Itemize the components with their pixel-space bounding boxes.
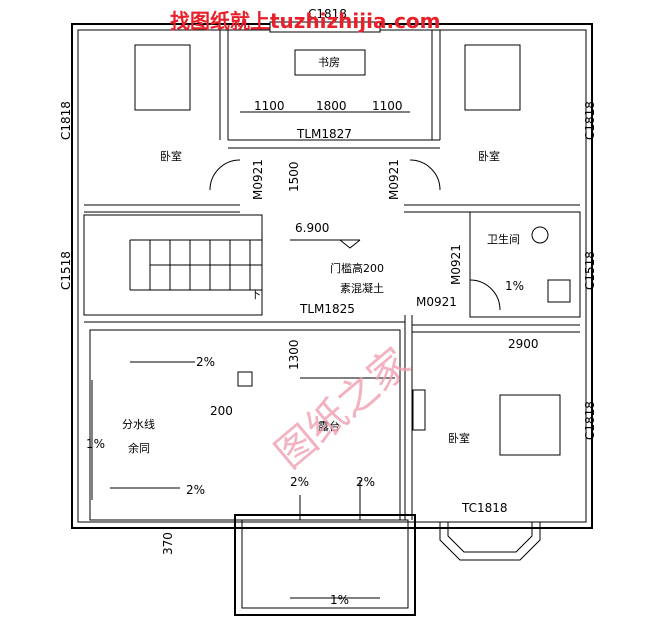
label-tlm1827: TLM1827: [296, 127, 352, 141]
slope-3: 1%: [86, 437, 105, 451]
dim-1100-a: 1100: [254, 99, 285, 113]
label-c1518-left: C1518: [59, 251, 73, 290]
label-m0921-bath: M0921: [449, 244, 463, 285]
dim-1100-b: 1100: [372, 99, 403, 113]
label-m0921-bottom: M0921: [416, 295, 457, 309]
room-terrace: 露台: [318, 419, 340, 433]
label-c1818-right: C1818: [583, 101, 597, 140]
label-c1818-left: C1818: [59, 101, 73, 140]
label-tc1818: TC1818: [461, 501, 508, 515]
room-bedroom-right: 卧室: [478, 149, 500, 163]
slope-5: 2%: [356, 475, 375, 489]
room-bedroom-bottom: 卧室: [448, 431, 470, 445]
label-elevation: 6.900: [295, 221, 329, 235]
label-water-divide-1: 分水线: [122, 417, 155, 431]
dim-200: 200: [210, 404, 233, 418]
room-study: 书房: [318, 56, 340, 69]
label-m0921-right: M0921: [387, 159, 401, 200]
dim-370: 370: [161, 532, 175, 555]
dim-1300: 1300: [287, 339, 301, 370]
slope-4: 2%: [290, 475, 309, 489]
room-bathroom: 卫生间: [487, 232, 520, 246]
label-tlm1825: TLM1825: [299, 302, 355, 316]
label-c1518-right: C1518: [583, 251, 597, 290]
dim-1800: 1800: [316, 99, 347, 113]
slope-1: 2%: [196, 355, 215, 369]
label-c1818-right-lower: C1818: [583, 401, 597, 440]
label-concrete: 素混凝土: [340, 281, 384, 295]
watermark-top: 找图纸就上tuzhizhijia.com: [170, 9, 441, 33]
label-c1818-top: C1818: [308, 7, 347, 21]
slope-2: 2%: [186, 483, 205, 497]
slope-6: 1%: [330, 593, 349, 607]
dim-1500: 1500: [287, 161, 301, 192]
label-door-sill: 门槛高200: [330, 261, 384, 275]
label-stair-down: 下: [250, 288, 261, 301]
slope-7: 1%: [505, 279, 524, 293]
label-water-divide-2: 余同: [128, 441, 150, 455]
dim-2900: 2900: [508, 337, 539, 351]
room-bedroom-left: 卧室: [160, 149, 182, 163]
label-m0921-left: M0921: [251, 159, 265, 200]
